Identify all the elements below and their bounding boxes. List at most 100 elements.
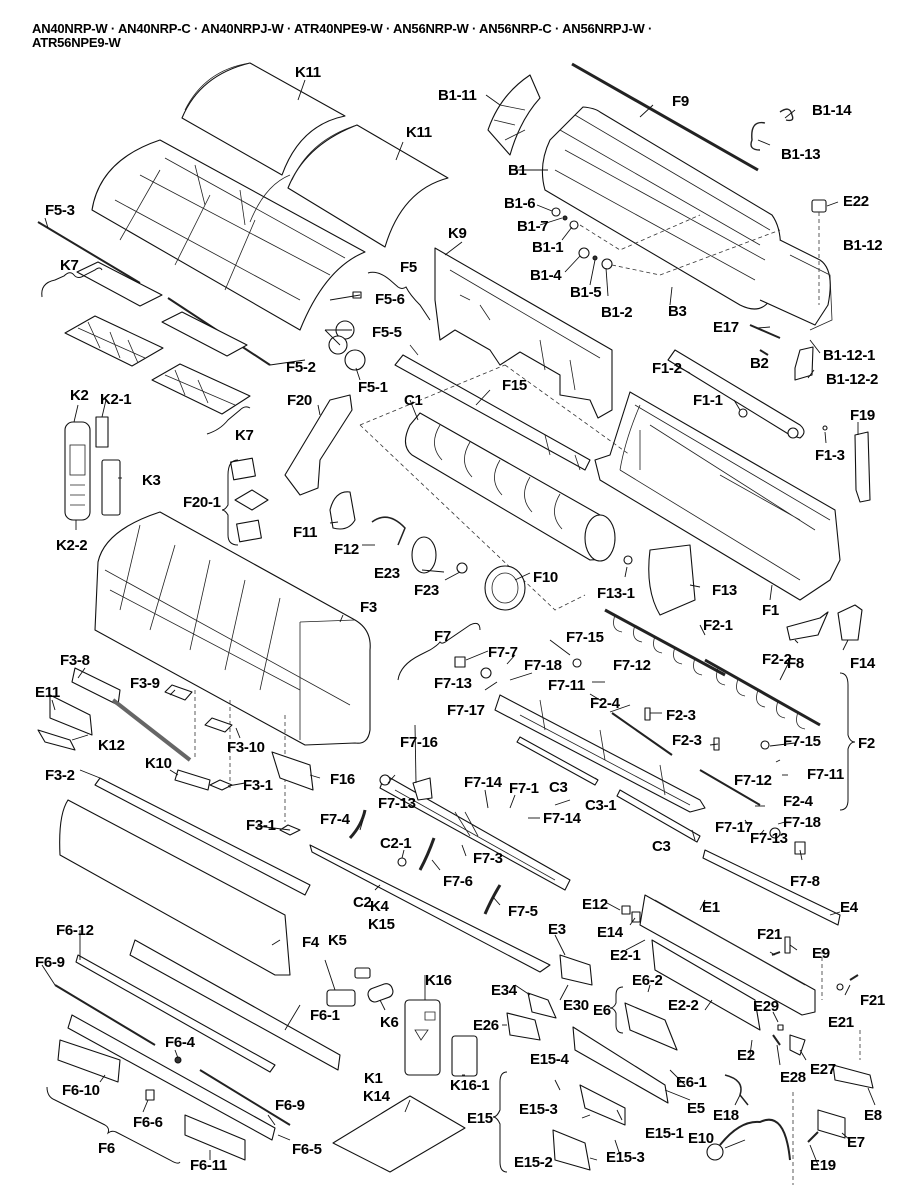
label-f6-10: F6-10 (62, 1082, 100, 1099)
label-f12: F12 (334, 541, 359, 558)
label-b1-12: B1-12 (843, 237, 882, 254)
part-e22-sensor (811, 199, 827, 213)
label-f7-3: F7-3 (473, 850, 503, 867)
label-f7-12: F7-12 (613, 657, 651, 674)
label-f7-18: F7-18 (783, 814, 821, 831)
label-k1: K1 (364, 1070, 383, 1087)
label-f1: F1 (762, 602, 779, 619)
part-e8 (832, 1064, 874, 1089)
label-b1-14: B1-14 (812, 102, 852, 119)
label-f11: F11 (293, 524, 317, 541)
leader-lines (41, 79, 876, 1166)
label-f7-14: F7-14 (464, 774, 503, 791)
part-f6-12-shaft (75, 954, 276, 1073)
part-e19-screw (807, 1131, 819, 1143)
part-e17-sensor (749, 324, 781, 339)
part-e9 (784, 936, 791, 954)
label-f7-1: F7-1 (509, 780, 539, 797)
label-f6-12: F6-12 (56, 922, 94, 939)
label-e15-4: E15-4 (530, 1051, 569, 1068)
label-e2: E2 (737, 1047, 755, 1064)
part-e34 (527, 992, 557, 1019)
label-b1-1: B1-1 (532, 239, 563, 256)
part-e21 (836, 983, 844, 991)
part-f3-10 (204, 717, 233, 733)
part-f6-9-rod-b (199, 1069, 291, 1126)
part-b2 (759, 349, 769, 356)
label-f2-2: F2-2 (762, 651, 792, 668)
label-f16: F16 (330, 771, 355, 788)
label-f10: F10 (533, 569, 558, 586)
part-c2-louvre (309, 844, 551, 973)
label-e15: E15 (467, 1110, 493, 1127)
label-e34: E34 (491, 982, 518, 999)
part-c3-b (616, 789, 701, 843)
label-c2-1: C2-1 (380, 835, 411, 852)
label-e6-2: E6-2 (632, 972, 663, 989)
brace-f20-1 (221, 459, 239, 546)
label-e22: E22 (843, 193, 869, 210)
label-f7-14: F7-14 (543, 810, 582, 827)
title-line-2: ATR56NPE9-W (32, 35, 121, 50)
label-f7: F7 (434, 628, 451, 645)
label-f7-17: F7-17 (715, 819, 753, 836)
label-e2-2: E2-2 (668, 997, 699, 1014)
part-f20-1-filter (230, 457, 256, 481)
label-k2-1: K2-1 (100, 391, 131, 408)
part-f2-4-rod-a (611, 712, 673, 756)
part-f7-13-c (769, 827, 781, 839)
label-e15-3: E15-3 (606, 1149, 645, 1166)
label-e4: E4 (840, 899, 859, 916)
label-f7-18: F7-18 (524, 657, 562, 674)
label-e12: E12 (582, 896, 608, 913)
model-list-title: AN40NRP-W · AN40NRP-C · AN40NRPJ-W · ATR… (32, 22, 892, 50)
label-f8: F8 (787, 655, 804, 672)
label-f7-7: F7-7 (488, 644, 518, 661)
label-f5: F5 (400, 259, 417, 276)
label-b1-12-2: B1-12-2 (826, 371, 878, 388)
label-k15: K15 (368, 916, 395, 933)
label-f13: F13 (712, 582, 737, 599)
label-e14: E14 (597, 924, 624, 941)
brace-k7 (41, 267, 103, 298)
part-k12 (37, 729, 76, 751)
label-f3-8: F3-8 (60, 652, 90, 669)
label-c3: C3 (652, 838, 671, 855)
part-b1-13-clip (750, 121, 766, 151)
part-e5-cover (572, 1026, 669, 1104)
part-f7-4-link (348, 809, 367, 840)
label-e2-1: E2-1 (610, 947, 641, 964)
part-b1-12-pipes (789, 254, 833, 331)
label-f2-1: F2-1 (703, 617, 733, 634)
label-e9: E9 (812, 945, 830, 962)
part-b1-2 (601, 258, 613, 270)
part-f4-front-cover (59, 799, 291, 976)
label-e10: E10 (688, 1130, 714, 1147)
part-e28 (772, 1034, 781, 1046)
part-e2-pcb (651, 939, 761, 1031)
label-f5-2: F5-2 (286, 359, 316, 376)
part-f7-13-a (480, 667, 492, 679)
part-f7-15-b (760, 740, 770, 750)
part-f5-3-rod (37, 221, 141, 284)
label-e23: E23 (374, 565, 400, 582)
label-e6-1: E6-1 (676, 1074, 707, 1091)
part-f21-screw-b (849, 974, 859, 981)
part-f14-bracket (837, 604, 863, 641)
part-f15-support (394, 344, 591, 471)
part-e18-wire (724, 1074, 749, 1106)
part-f23 (456, 562, 468, 574)
part-e7-terminal (817, 1109, 846, 1139)
part-f7-5-link (483, 884, 502, 915)
part-f3-1-a (209, 779, 233, 791)
brace-f6 (46, 1086, 181, 1164)
fan-assembly-boundary (359, 364, 631, 611)
label-e15-2: E15-2 (514, 1154, 553, 1171)
label-b1-11: B1-11 (438, 87, 477, 104)
label-b1-6: B1-6 (504, 195, 535, 212)
part-f1-2-hose (667, 349, 805, 439)
part-b1-14-clip (779, 108, 794, 122)
label-k6: K6 (380, 1014, 399, 1031)
label-e15-1: E15-1 (645, 1125, 684, 1142)
label-f7-11: F7-11 (807, 766, 844, 783)
